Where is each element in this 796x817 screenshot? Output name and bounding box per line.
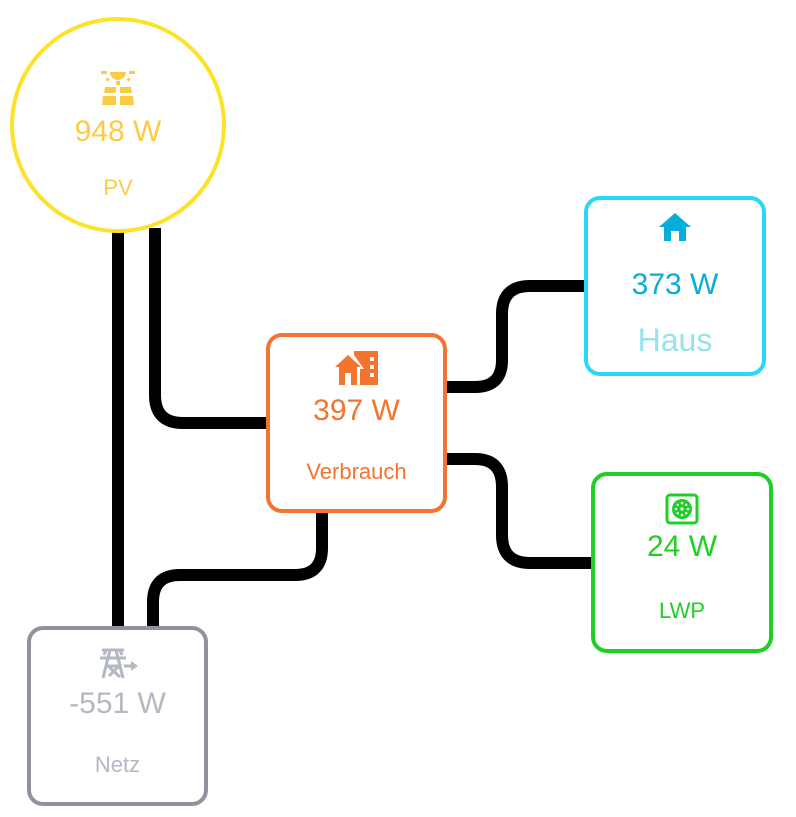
lwp-node[interactable]: 24 W LWP <box>591 472 773 653</box>
pv-node[interactable]: 948 W PV <box>10 17 226 233</box>
pv-power-value: 948 W <box>74 115 162 148</box>
verbrauch-power-value: 397 W <box>313 394 400 427</box>
lwp-label: LWP <box>658 598 706 623</box>
haus-node[interactable]: 373 W Haus <box>584 196 766 376</box>
line-verbrauch-lwp <box>444 453 595 569</box>
transmission-tower-export-icon <box>31 646 204 680</box>
verbrauch-node[interactable]: 397 W Verbrauch <box>266 333 447 513</box>
home-icon <box>588 212 762 242</box>
haus-power-value: 373 W <box>631 268 719 301</box>
line-verbrauch-haus <box>444 280 588 393</box>
pv-label: PV <box>103 175 133 200</box>
netz-power-value: -551 W <box>69 687 166 720</box>
haus-label: Haus <box>637 322 713 358</box>
solar-panel-icon <box>14 69 222 107</box>
line-pv-verbrauch <box>149 228 270 429</box>
heat-pump-icon <box>595 493 769 525</box>
lwp-power-value: 24 W <box>646 530 718 563</box>
netz-label: Netz <box>94 752 141 777</box>
home-city-icon <box>270 351 443 385</box>
verbrauch-label: Verbrauch <box>306 459 407 484</box>
netz-node[interactable]: -551 W Netz <box>27 626 208 806</box>
line-netz-verbrauch <box>147 510 328 630</box>
